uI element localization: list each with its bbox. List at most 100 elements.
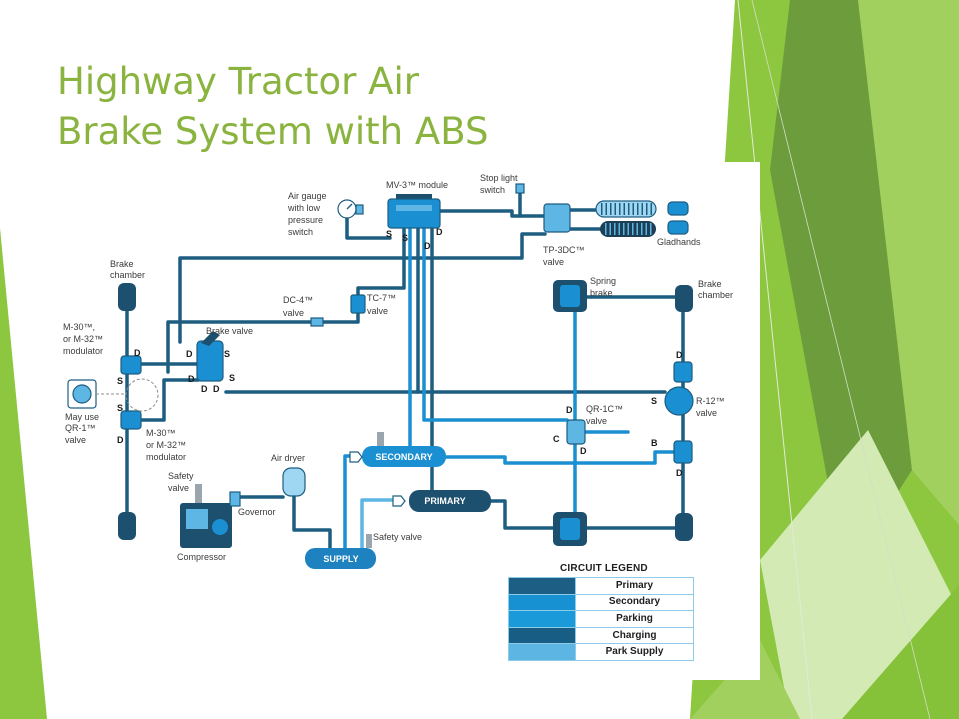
supply-tank-body xyxy=(305,548,376,569)
brake-pedal xyxy=(201,331,220,346)
green-facet-light xyxy=(858,0,959,525)
label-line: valve xyxy=(586,416,607,426)
dryer-to-supply-line xyxy=(292,494,332,550)
dc4-feed-line xyxy=(166,320,313,374)
legend-swatch-parking xyxy=(508,610,576,628)
modulator-bottom-label: M-30™ or M-32™ modulator xyxy=(146,428,189,462)
label-line: brake xyxy=(590,288,613,298)
label-line: switch xyxy=(480,185,505,195)
modulator-bottom-feed-line xyxy=(139,378,200,422)
legend-row-parking: Parking xyxy=(508,610,694,628)
label-line: valve xyxy=(283,308,304,318)
secondary-check-valve xyxy=(349,451,363,463)
left-green-strip xyxy=(0,228,47,719)
label-line: QR-1™ xyxy=(65,423,96,433)
brake-valve-to-tp3dc-line xyxy=(178,232,547,344)
label-line: Air gauge xyxy=(288,191,327,201)
label-line: DC-4™ xyxy=(283,295,313,305)
brake-chamber-left-label: Brake chamber xyxy=(110,259,145,280)
stop-light-switch xyxy=(515,183,525,194)
label-line: Brake xyxy=(110,259,134,269)
gauge-needle xyxy=(346,203,353,210)
tc7-valve-label: TC-7™ valve xyxy=(367,293,399,316)
label-line: switch xyxy=(288,227,313,237)
label-line: modulator xyxy=(146,452,186,462)
port-label: S xyxy=(229,373,235,383)
dc4-valve xyxy=(310,317,324,327)
primary-check-valve xyxy=(392,495,406,507)
primary-tank-body xyxy=(409,490,491,512)
label-line: TP-3DC™ xyxy=(543,245,585,255)
legend-swatch-primary xyxy=(508,577,576,595)
mv3-to-qr1c-line xyxy=(422,226,569,422)
port-label: D xyxy=(213,384,220,394)
tp3dc-valve xyxy=(543,203,571,233)
port-label: D xyxy=(134,348,141,358)
port-label: C xyxy=(553,434,560,444)
compressor-safety-valve xyxy=(195,484,202,503)
legend-row-secondary: Secondary xyxy=(508,593,694,612)
port-label: D xyxy=(580,446,587,456)
gladhands-label: Gladhands xyxy=(657,237,701,247)
legend-row-charging: Charging xyxy=(508,626,694,645)
port-label: S xyxy=(402,233,408,243)
port-label: D xyxy=(424,241,431,251)
port-label: S xyxy=(117,403,123,413)
secondary-parking-lines xyxy=(343,226,676,550)
tc7-valve xyxy=(350,294,366,314)
compressor xyxy=(180,484,241,548)
label-line: valve xyxy=(168,483,189,493)
dc4-valve-label: DC-4™ valve xyxy=(283,295,316,318)
legend-label-parking: Parking xyxy=(575,610,694,628)
mv3-module-label: MV-3™ module xyxy=(386,180,448,190)
modulator-left-bottom xyxy=(120,410,142,430)
brake-chamber-right-bottom xyxy=(675,513,693,541)
port-label: S xyxy=(651,396,657,406)
label-line: valve xyxy=(543,257,564,267)
r12-valve xyxy=(664,386,694,416)
mv3-fittings xyxy=(396,194,432,200)
air-gauge-line xyxy=(345,216,392,240)
facet-edge-line xyxy=(751,0,931,719)
circuit-legend-title: CIRCUIT LEGEND xyxy=(560,563,648,574)
port-label: D xyxy=(566,405,573,415)
stop-light-switch-label: Stop light switch xyxy=(480,173,520,195)
spring-brake-label: Spring brake xyxy=(590,276,619,298)
tp3dc-valve-label: TP-3DC™ valve xyxy=(543,245,587,267)
green-facet-bright xyxy=(842,585,959,719)
qr1c-valve xyxy=(566,419,586,445)
port-label: S xyxy=(117,376,123,386)
park-supply-lines xyxy=(360,498,396,550)
spring-brake-bottom-chamber xyxy=(560,518,580,540)
primary-tank-label: PRIMARY xyxy=(424,496,465,506)
facet-edge-line xyxy=(737,0,813,719)
port-label: B xyxy=(651,438,658,448)
secondary-to-rear-line xyxy=(444,450,676,465)
label-line: TC-7™ xyxy=(367,293,396,303)
port-label: D xyxy=(201,384,208,394)
legend-label-secondary: Secondary xyxy=(575,593,694,612)
port-label: D xyxy=(186,349,193,359)
label-line: Safety xyxy=(168,471,194,481)
port-label: S xyxy=(224,349,230,359)
qr1c-valve-label: QR-1C™ valve xyxy=(586,404,626,426)
primary-tank: PRIMARY xyxy=(392,490,491,512)
governor xyxy=(229,491,241,507)
port-label: D xyxy=(188,374,195,384)
label-line: QR-1C™ xyxy=(586,404,623,414)
slide-title: Highway Tractor Air Brake System with AB… xyxy=(57,60,489,153)
green-facet-dark xyxy=(770,0,912,575)
mv3-to-tp3dc-line xyxy=(438,209,547,218)
circuit-legend: Primary Secondary Parking Charging Park … xyxy=(508,577,694,661)
air-dryer xyxy=(282,467,306,497)
brake-chamber-left-bottom xyxy=(118,512,136,540)
legend-swatch-park-supply xyxy=(508,643,576,661)
air-gauge xyxy=(337,199,364,219)
legend-label-park-supply: Park Supply xyxy=(575,643,694,661)
label-line: M-30™ xyxy=(146,428,176,438)
spring-brake-bottom xyxy=(553,512,587,546)
label-line: R-12™ xyxy=(696,396,725,406)
brake-chamber-right-top xyxy=(675,285,693,312)
air-dryer-label: Air dryer xyxy=(271,453,305,463)
